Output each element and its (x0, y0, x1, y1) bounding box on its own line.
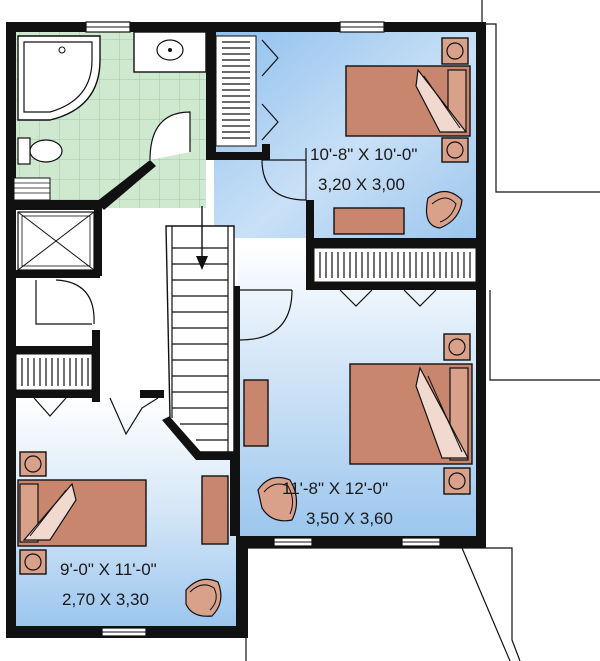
room-dim-metric-bottom-right: 3,50 X 3,60 (306, 509, 393, 528)
furniture-top-right-bedroom (333, 37, 471, 235)
dresser (243, 379, 269, 447)
door-bottom-right-bedroom (239, 289, 293, 341)
closet-top-hangers (222, 41, 250, 139)
closet-left-hangers (21, 358, 89, 386)
interior-walls (14, 32, 482, 536)
stair-direction-arrow (196, 256, 208, 270)
door-top-right-bedroom (261, 159, 307, 201)
shower (17, 211, 95, 271)
furniture-bottom-left-bedroom (17, 451, 229, 617)
stair-treads (172, 247, 228, 441)
room-dim-imperial-bottom-right: 11'-8" X 12'-0" (282, 479, 388, 498)
linen-closet (16, 278, 95, 346)
room-dim-imperial-bottom-left: 9'-0" X 11'-0" (60, 560, 157, 579)
furniture-bottom-right-bedroom (243, 333, 473, 522)
closets (15, 35, 477, 436)
room-dim-imperial-top-right: 10'-8" X 10'-0" (310, 145, 417, 164)
room-dim-metric-top-right: 3,20 X 3,00 (318, 175, 405, 194)
toilet-bowl (29, 139, 63, 163)
room-dim-metric-bottom-left: 2,70 X 3,30 (62, 590, 149, 609)
staircase (165, 206, 235, 453)
dresser (333, 207, 405, 235)
closet-middle-hangers (319, 252, 471, 278)
dresser (201, 475, 229, 545)
windows (85, 21, 441, 637)
room-labels: 10'-8" X 10'-0" 3,20 X 3,00 11'-8" X 12'… (60, 145, 417, 609)
door-swings (239, 148, 307, 341)
toilet-tank (17, 137, 31, 165)
bathroom-fixtures (13, 31, 207, 201)
